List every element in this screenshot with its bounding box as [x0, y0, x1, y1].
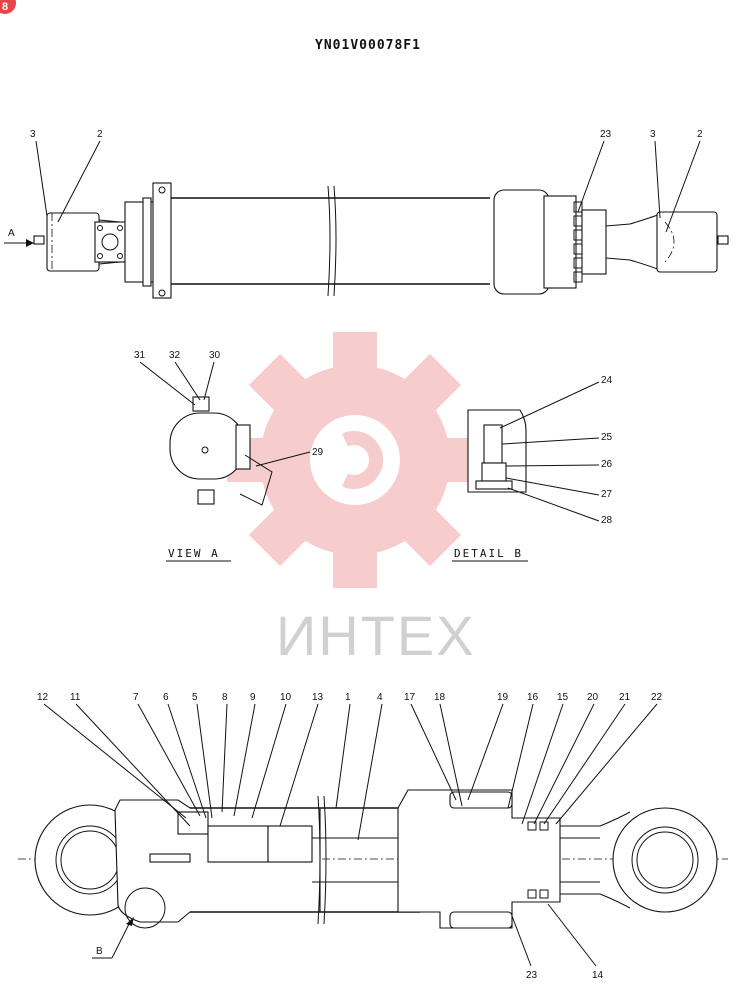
detail-b: 24 25 26 27 28 DETAIL B [452, 375, 613, 562]
callout-15: 15 [557, 692, 569, 703]
callout-4: 4 [377, 692, 383, 703]
corner-badge: 8 [0, 0, 16, 14]
watermark-gear-icon [227, 332, 483, 588]
callout-28: 28 [601, 515, 613, 526]
callout-11: 11 [70, 692, 81, 703]
callout-12: 12 [37, 692, 49, 703]
callout-3-right: 3 [650, 129, 656, 140]
callout-27: 27 [601, 489, 613, 500]
callout-5: 5 [192, 692, 198, 703]
callout-1: 1 [345, 692, 351, 703]
view-a: 31 32 30 29 VIEW A [134, 350, 324, 562]
callout-2-right: 2 [697, 129, 703, 140]
callout-13: 13 [312, 692, 324, 703]
callout-22: 22 [651, 692, 663, 703]
callout-8: 8 [222, 692, 228, 703]
callout-7: 7 [133, 692, 139, 703]
callout-20: 20 [587, 692, 599, 703]
section-leader-lines [43, 703, 658, 841]
detail-b-marker: B [96, 946, 103, 957]
callout-17: 17 [404, 692, 416, 703]
callout-10: 10 [280, 692, 292, 703]
callout-25: 25 [601, 432, 613, 443]
arrow-a-label: A [8, 228, 15, 239]
callout-16: 16 [527, 692, 539, 703]
callout-23-bottom: 23 [526, 970, 538, 981]
watermark-text: ИНТЕХ [276, 604, 476, 667]
drawing-title: YN01V00078F1 [315, 38, 421, 53]
callout-24: 24 [601, 375, 613, 386]
callout-31: 31 [134, 350, 146, 361]
section-view: B 12 11 7 6 5 8 9 10 13 1 4 17 18 19 16 … [18, 692, 728, 981]
callout-23-top: 23 [600, 129, 612, 140]
detail-b-caption: DETAIL B [454, 547, 523, 560]
top-assembly-view: A 3 2 23 3 2 [4, 129, 729, 299]
callout-26: 26 [601, 459, 613, 470]
callout-9: 9 [250, 692, 256, 703]
view-a-caption: VIEW A [168, 547, 220, 560]
callout-32: 32 [169, 350, 181, 361]
callout-3-left: 3 [30, 129, 36, 140]
callout-6: 6 [163, 692, 169, 703]
callout-14: 14 [592, 970, 604, 981]
callout-19: 19 [497, 692, 509, 703]
callout-2-left: 2 [97, 129, 103, 140]
callout-30: 30 [209, 350, 221, 361]
callout-18: 18 [434, 692, 446, 703]
callout-21: 21 [619, 692, 631, 703]
callout-29: 29 [312, 447, 324, 458]
